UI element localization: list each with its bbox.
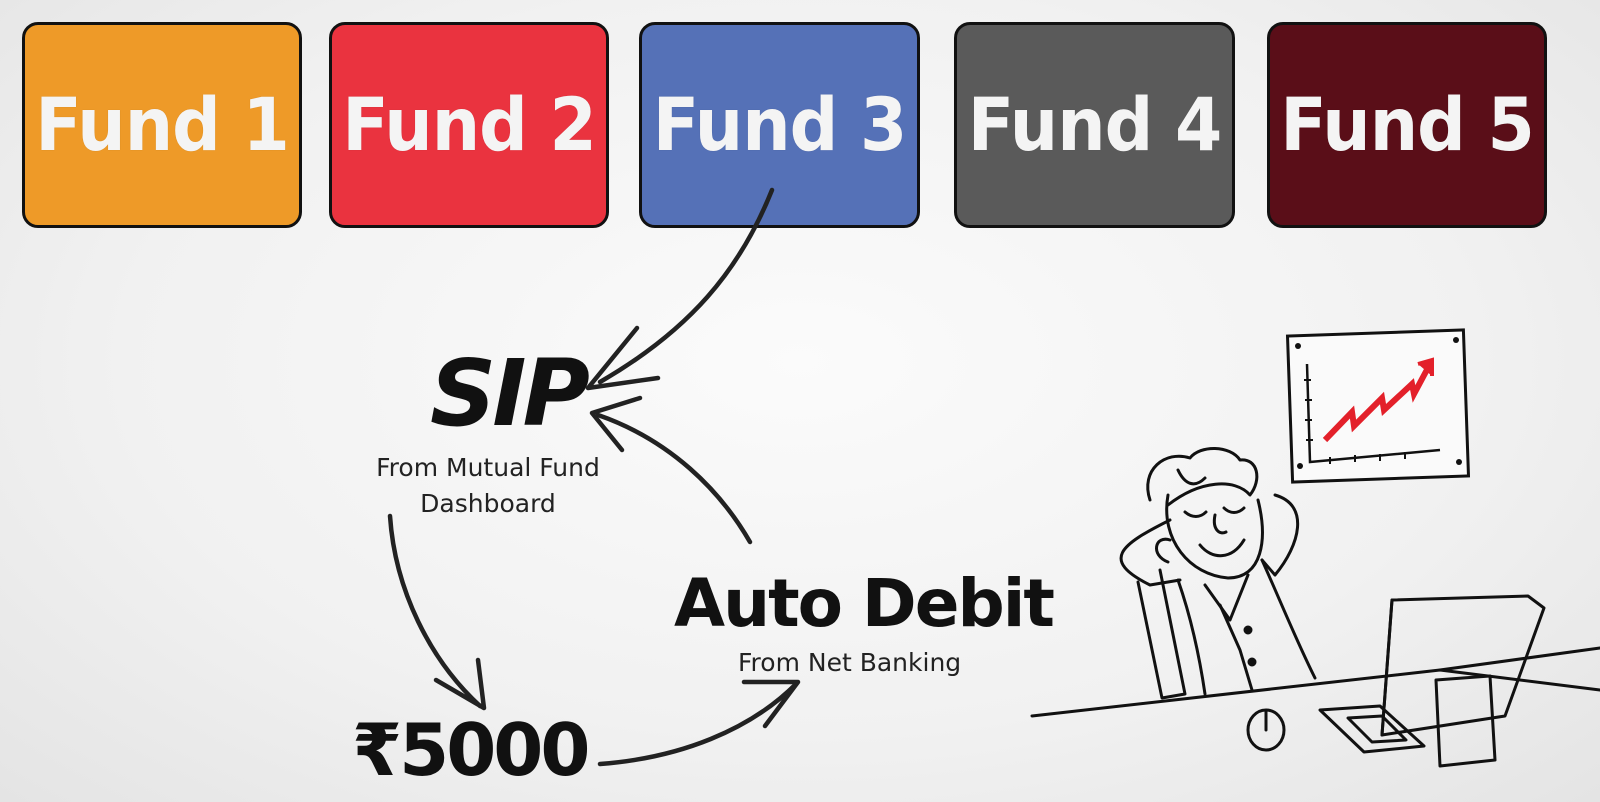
fund-3-label: Fund 3 <box>652 82 908 168</box>
amount-value: ₹5000 <box>352 708 590 792</box>
fund-4-box: Fund 4 <box>954 22 1235 228</box>
fund-5-box: Fund 5 <box>1267 22 1547 228</box>
fund-3-box: Fund 3 <box>639 22 920 228</box>
sip-subtitle-line1: From Mutual Fund <box>376 453 600 482</box>
sip-title: SIP <box>430 340 590 447</box>
arrow-sip-to-amount-head <box>433 657 487 711</box>
fund-2-label: Fund 2 <box>342 82 597 168</box>
arrow-autodebit-to-sip-head <box>589 395 643 453</box>
arrow-fund3-to-sip <box>597 187 775 385</box>
auto-debit-subtitle: From Net Banking <box>738 648 962 677</box>
arrow-amount-to-autodebit <box>597 681 799 767</box>
arrow-fund3-to-sip-head <box>585 325 661 391</box>
chart-board-icon <box>1285 328 1471 484</box>
fund-2-box: Fund 2 <box>329 22 609 228</box>
arrow-sip-to-amount <box>387 513 483 709</box>
arrow-amount-to-autodebit-head <box>741 679 801 729</box>
fund-5-label: Fund 5 <box>1280 82 1535 168</box>
fund-4-label: Fund 4 <box>967 82 1223 168</box>
fund-1-box: Fund 1 <box>22 22 302 228</box>
auto-debit-title: Auto Debit <box>674 565 1055 642</box>
sip-subtitle-line2: Dashboard <box>420 489 556 518</box>
arrow-autodebit-to-sip <box>595 412 753 545</box>
fund-1-label: Fund 1 <box>35 82 290 168</box>
relaxed-man-illustration <box>1030 447 1600 768</box>
sip-subtitle: From Mutual Fund Dashboard <box>368 450 608 522</box>
